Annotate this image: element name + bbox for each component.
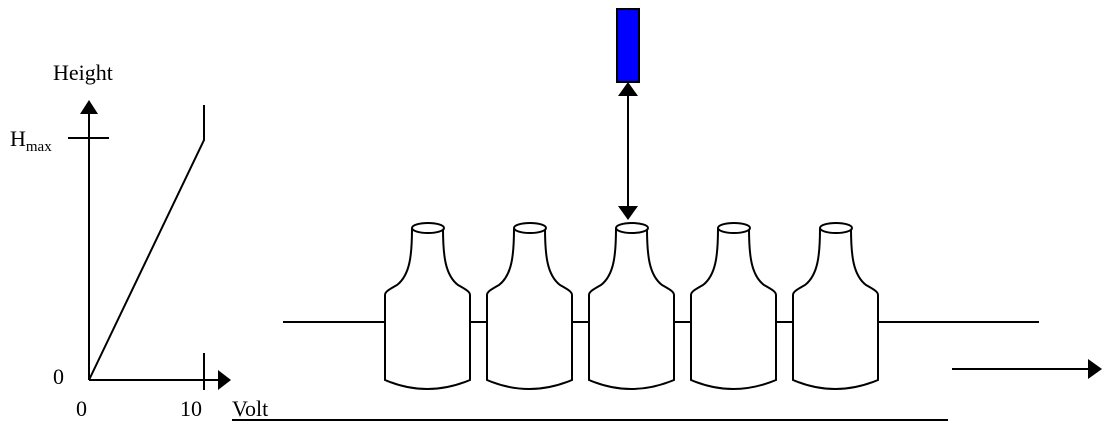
y-zero-label: 0 xyxy=(53,364,64,389)
bottle xyxy=(384,222,471,390)
bottle xyxy=(792,222,879,390)
voltage-height-graph xyxy=(68,100,231,390)
measurement-arrowhead-down xyxy=(618,206,638,220)
bottle-outline xyxy=(690,227,777,390)
sensor-assembly xyxy=(616,8,640,220)
h-max-label: Hmax xyxy=(10,128,52,155)
y-axis-arrowhead xyxy=(80,100,98,114)
bottle-row xyxy=(384,222,879,390)
h-max-subscript: max xyxy=(25,139,52,155)
bottle-mouth xyxy=(819,222,853,234)
x-zero-label: 0 xyxy=(76,396,87,421)
bottle-outline xyxy=(486,227,573,390)
height-response-line xyxy=(88,105,205,381)
conveyor xyxy=(232,321,1039,421)
x-axis-label: Volt xyxy=(232,396,269,421)
bottle xyxy=(486,222,573,390)
bottle-mouth xyxy=(411,222,445,234)
level-sensor xyxy=(616,8,640,83)
bottle-mouth xyxy=(717,222,751,234)
x-ten-label: 10 xyxy=(180,396,202,421)
bottle-mouth xyxy=(513,222,547,234)
bottle xyxy=(690,222,777,390)
h-max-main-text: H xyxy=(10,126,26,151)
measurement-arrowhead-up xyxy=(618,82,638,96)
bottle-outline xyxy=(588,227,675,390)
bottle-mouth xyxy=(615,222,649,234)
bottle-outline xyxy=(384,227,471,390)
y-axis-label: Height xyxy=(53,60,113,85)
motion-arrowhead xyxy=(1088,359,1102,379)
bottle xyxy=(588,222,675,390)
motion-arrow xyxy=(952,359,1102,379)
x-axis-arrowhead xyxy=(218,370,231,390)
bottle-outline xyxy=(792,227,879,390)
